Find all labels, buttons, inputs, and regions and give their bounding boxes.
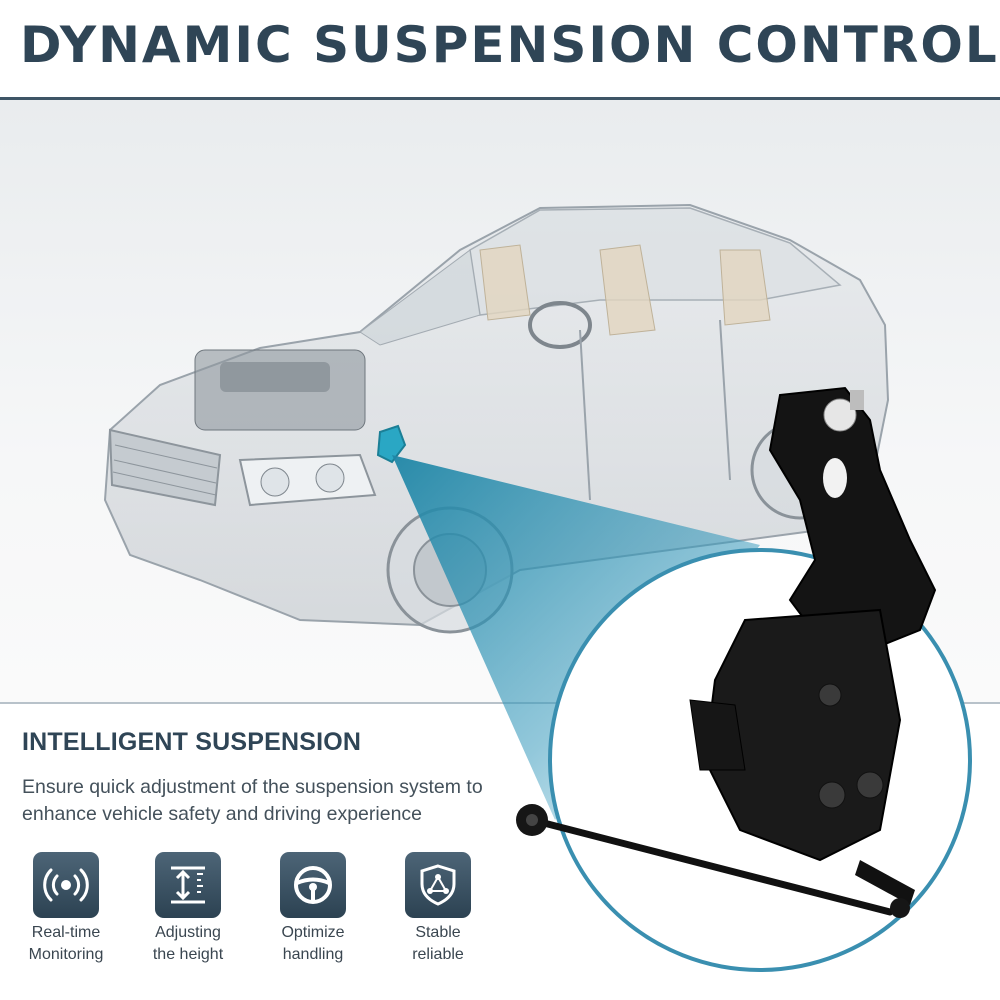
feature-stable-reliable: Stable reliable bbox=[388, 852, 488, 966]
header-divider bbox=[0, 97, 1000, 100]
zoom-circle bbox=[548, 548, 972, 972]
sensor-highlight bbox=[376, 424, 407, 464]
feature-label-line2: handling bbox=[282, 946, 344, 963]
section-heading: INTELLIGENT SUSPENSION bbox=[22, 728, 362, 756]
height-adjust-icon bbox=[155, 852, 221, 918]
height-sensor-icon bbox=[516, 386, 937, 918]
feature-label-line1: Stable bbox=[415, 924, 461, 941]
page-header: DYNAMIC SUSPENSION CONTROL bbox=[0, 0, 1000, 98]
feature-label-line1: Optimize bbox=[281, 924, 345, 941]
feature-adjusting-height: Adjusting the height bbox=[138, 852, 238, 966]
section-description: Ensure quick adjustment of the suspensio… bbox=[22, 776, 483, 825]
feature-label-line2: Monitoring bbox=[28, 946, 104, 963]
signal-broadcast-icon bbox=[33, 852, 99, 918]
feature-optimize-handling: Optimize handling bbox=[263, 852, 363, 966]
feature-label-line1: Real-time bbox=[31, 924, 101, 941]
feature-label-line2: reliable bbox=[412, 946, 464, 963]
shield-icon bbox=[405, 852, 471, 918]
feature-label-line1: Adjusting bbox=[155, 924, 221, 941]
page-title: DYNAMIC SUSPENSION CONTROL bbox=[20, 16, 999, 74]
feature-label-line2: the height bbox=[152, 946, 224, 963]
steering-wheel-icon bbox=[280, 852, 346, 918]
